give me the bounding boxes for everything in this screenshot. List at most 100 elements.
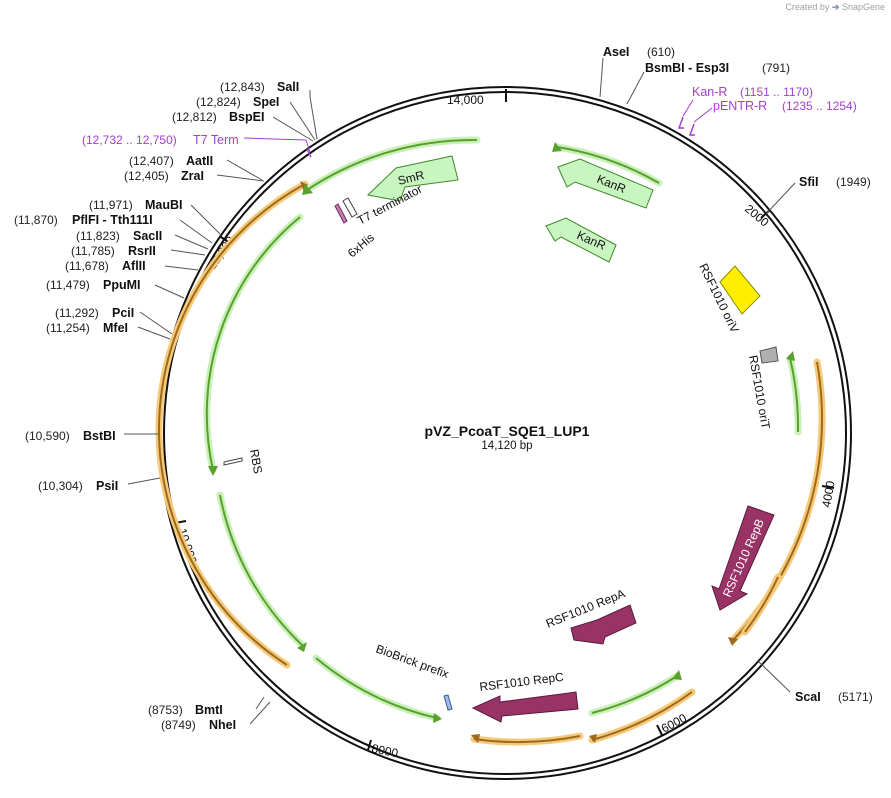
- tick-label: 4000: [819, 479, 837, 508]
- svg-text:BsmBI - Esp3I: BsmBI - Esp3I: [645, 61, 729, 75]
- svg-text:RSF1010 oriT: RSF1010 oriT: [746, 354, 773, 431]
- svg-text:SpeI: SpeI: [253, 95, 279, 109]
- svg-text:SacII: SacII: [133, 229, 162, 243]
- orange-arc-bottom-head: [471, 734, 480, 743]
- svg-text:SfiI: SfiI: [799, 175, 818, 189]
- site-bstbi: (10,590) BstBI: [25, 429, 159, 443]
- primer-kan-r-name: Kan-R: [692, 85, 727, 99]
- orange-arc-scai: [744, 576, 779, 633]
- site-pflfi-tth111i: (11,870) PflFI - Tth111I: [14, 213, 213, 244]
- site-pcii: (11,292) PciI: [55, 306, 173, 335]
- svg-text:ZraI: ZraI: [181, 169, 204, 183]
- site-bspei: (12,812) BspEI: [172, 110, 314, 142]
- feature-rsf1010-oriv: RSF1010 oriV: [696, 261, 761, 335]
- svg-text:6xHis: 6xHis: [345, 230, 377, 260]
- site-scai: ScaI (5171): [757, 660, 873, 704]
- primer-kan-r: Kan-R (1151 .. 1170): [677, 85, 813, 129]
- orange-arc-left-halo: [155, 180, 309, 669]
- svg-text:RSF1010 RepC: RSF1010 RepC: [479, 670, 565, 694]
- site-psii: (10,304) PsiI: [38, 477, 161, 493]
- svg-text:PflFI - Tth111I: PflFI - Tth111I: [72, 213, 153, 227]
- green-arc-topright: [556, 146, 660, 184]
- feature-kanr-1: KanR: [557, 158, 654, 209]
- snapgene-name: SnapGene: [841, 2, 885, 12]
- plasmid-name: pVZ_PcoaT_SQE1_LUP1: [425, 423, 590, 439]
- site-afiii: (11,678) AflII: [65, 259, 199, 273]
- svg-text:(11,823): (11,823): [76, 229, 120, 243]
- svg-text:(11,785): (11,785): [71, 244, 115, 258]
- green-arc-bottom: [315, 657, 438, 719]
- feature-smr: SmR: [366, 155, 459, 202]
- svg-text:AseI: AseI: [603, 45, 629, 59]
- tick-label: 14,000: [447, 93, 484, 107]
- svg-text:(11,971): (11,971): [89, 198, 133, 212]
- site-sali: (12,843) SalI: [220, 80, 318, 140]
- svg-text:BioBrick prefix: BioBrick prefix: [374, 642, 451, 681]
- primer-pentr-r: pENTR-R (1235 .. 1254): [688, 99, 857, 136]
- green-arc-right: [789, 357, 800, 433]
- snapgene-watermark: Created by ➔ SnapGene: [785, 2, 885, 13]
- green-arc-right-head: [786, 351, 795, 361]
- site-maubi: (11,971) MauBI: [89, 198, 221, 235]
- green-arc-left: [205, 216, 301, 471]
- orange-arc-bottom: [473, 735, 581, 744]
- orange-arc-bottomright-head: [589, 734, 597, 743]
- tick-14000: 14,000: [447, 89, 507, 107]
- feature-kanr-2: KanR: [545, 217, 617, 263]
- svg-text:(12,824): (12,824): [196, 95, 241, 109]
- svg-text:(11,678): (11,678): [65, 259, 109, 273]
- site-nhei: (8749) NheI: [161, 701, 271, 732]
- primer-pentr-r-coord: (1235 .. 1254): [782, 99, 857, 113]
- svg-text:(12,812): (12,812): [172, 110, 217, 124]
- svg-text:(10,304): (10,304): [38, 479, 83, 493]
- svg-text:(11,254): (11,254): [46, 321, 90, 335]
- svg-text:BspEI: BspEI: [229, 110, 264, 124]
- created-by-text: Created by: [785, 2, 830, 12]
- green-arc-lowerleft-head: [297, 642, 307, 652]
- primer-t7-term: (12,732 .. 12,750) T7 Term: [82, 133, 312, 158]
- site-mfei: (11,254) MfeI: [46, 321, 171, 340]
- svg-text:(12,843): (12,843): [220, 80, 265, 94]
- svg-text:(610): (610): [647, 45, 675, 59]
- plasmid-length: 14,120 bp: [481, 440, 532, 452]
- svg-text:(791): (791): [762, 61, 790, 75]
- site-sfii: SfiI (1949): [765, 175, 871, 215]
- green-arc-top: [306, 138, 478, 191]
- svg-text:NheI: NheI: [209, 718, 236, 732]
- primer-kan-r-coord: (1151 .. 1170): [740, 85, 813, 99]
- svg-text:ScaI: ScaI: [795, 690, 821, 704]
- svg-text:(10,590): (10,590): [25, 429, 70, 443]
- orange-arc-right-head: [728, 637, 738, 646]
- svg-text:RsrII: RsrII: [128, 244, 156, 258]
- site-bmti: (8753) BmtI: [148, 696, 265, 717]
- green-arc-top-head: [302, 184, 313, 195]
- green-arc-left-head: [208, 466, 218, 476]
- svg-text:MauBI: MauBI: [145, 198, 183, 212]
- svg-text:RBS: RBS: [247, 448, 265, 475]
- tick-label: 8000: [370, 741, 399, 760]
- feature-rsf1010-orit: RSF1010 oriT: [746, 346, 779, 431]
- site-bsmbi-esp3i: BsmBI - Esp3I (791): [626, 61, 790, 105]
- svg-text:(11,292): (11,292): [55, 306, 99, 320]
- svg-text:PciI: PciI: [112, 306, 134, 320]
- svg-text:SmR: SmR: [396, 168, 426, 188]
- primer-t7-term-coord: (12,732 .. 12,750): [82, 133, 177, 147]
- feature-rbs: RBS: [223, 448, 265, 475]
- site-zrai: (12,405) ZraI: [124, 169, 265, 183]
- svg-text:(8753): (8753): [148, 703, 183, 717]
- orange-arc-left: [158, 183, 306, 666]
- svg-text:(1949): (1949): [836, 175, 871, 189]
- site-aatii: (12,407) AatII: [129, 154, 263, 181]
- feature-rsf1010-repa: RSF1010 RepA: [544, 586, 637, 645]
- green-arc-bottomright: [591, 675, 678, 714]
- svg-text:(11,479): (11,479): [46, 278, 90, 292]
- site-ppumi: (11,479) PpuMI: [46, 278, 185, 299]
- primer-t7-term-name: T7 Term: [193, 133, 239, 147]
- svg-text:AflII: AflII: [122, 259, 146, 273]
- tick-4000: 4000: [819, 479, 837, 508]
- svg-text:PsiI: PsiI: [96, 479, 118, 493]
- svg-text:SalI: SalI: [277, 80, 299, 94]
- svg-text:AatII: AatII: [186, 154, 213, 168]
- green-arc-bottomright-head: [672, 670, 682, 680]
